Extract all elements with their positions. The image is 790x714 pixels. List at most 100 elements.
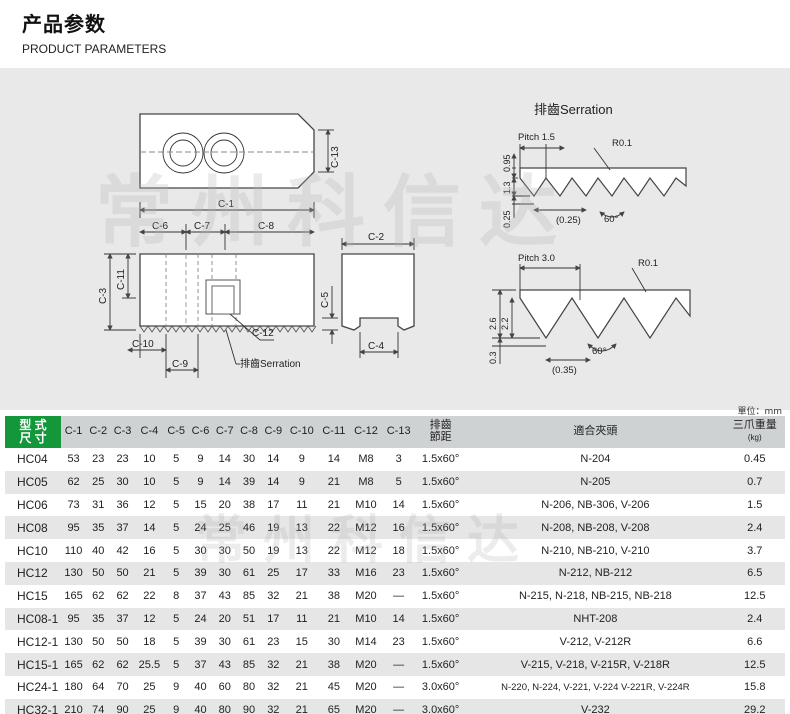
table-cell: 23 [92,453,105,466]
header-c5: C-5 [164,416,189,448]
table-cell: 30 [110,470,135,494]
table-cell: 32 [261,698,286,714]
table-cell: 40 [92,544,105,557]
table-cell: 5 [164,607,189,631]
table-cell: 40 [194,681,207,694]
table-cell: 25 [134,698,165,714]
table-cell: 1.5x60° [421,544,460,557]
table-cell: 46 [236,516,262,540]
cell-model: HC08 [5,516,61,540]
table-cell: 16 [143,544,156,557]
serr1-width: (0.25) [556,215,581,226]
table-cell: 25 [143,681,156,694]
table-cell: 64 [92,681,105,694]
table-cell: M10 [355,498,377,511]
table-cell: 21 [295,590,308,603]
table-cell: 14 [134,516,165,540]
serr1-radius: R0.1 [612,138,632,149]
table-cell: 130 [61,561,87,585]
watermark-table: 常州科信达 [195,511,536,571]
table-cell: 22 [143,590,156,603]
table-cell: M12 [355,544,377,557]
table-cell: 14 [327,453,340,466]
table-cell: 37 [110,516,135,540]
cell-model: HC08-1 [5,607,61,631]
watermark: 常州科信达 [95,168,576,258]
table-cell: 13 [285,516,319,540]
serr1-angle: 60° [604,214,619,225]
cell-model: HC06 [17,497,48,512]
table-cell: 17 [267,498,280,511]
serration-title: 排齒Serration [534,102,613,117]
table-cell: 10 [134,470,165,494]
header-c7: C-7 [212,416,237,448]
dim-c4: C-4 [368,341,385,352]
cell-model: HC10 [17,543,48,558]
serr1-h1: 0.95 [502,154,512,172]
table-cell: 1.5x60° [421,590,460,603]
table-cell: 85 [242,590,256,603]
table-cell: N-208, NB-208, V-208 [466,516,725,540]
serr1-pitch: Pitch 1.5 [518,132,555,143]
cell-model: HC32-1 [5,698,61,714]
table-cell: 12.5 [744,590,766,603]
table-cell: 95 [61,607,87,631]
table-cell: N-210, NB-210, V-210 [541,544,650,557]
table-cell: 35 [86,607,111,631]
table-cell: 19 [267,544,280,557]
table-cell: 22 [327,544,340,557]
table-cell: 23 [267,635,280,648]
table-cell: 62 [116,590,129,603]
header-c10: C-10 [285,416,319,448]
table-cell: 24 [188,516,213,540]
table-cell: 14 [212,470,237,494]
header-pitch: 排齒節距 [414,416,467,448]
table-cell: 8 [173,590,180,603]
cell-model: HC12-1 [17,634,59,649]
serration-detail-fine [511,144,687,218]
table-cell: 10 [143,453,156,466]
table-cell: — [382,698,415,714]
table-cell: NHT-208 [466,607,725,631]
title-english: PRODUCT PARAMETERS [22,42,167,56]
table-cell: 90 [110,698,135,714]
table-cell: 22 [318,516,350,540]
header-c4: C-4 [134,416,165,448]
table-cell: 61 [236,561,262,585]
table-cell: 16 [382,516,415,540]
table-cell: 1.5x60° [421,453,460,466]
table-cell: 37 [110,607,135,631]
table-cell: 90 [236,698,262,714]
table-cell: 37 [194,590,207,603]
table-cell: — [393,681,405,694]
table-cell: 6.5 [724,561,785,585]
table-cell: 15 [295,635,308,648]
table-cell: 50 [116,635,129,648]
header-c11: C-11 [318,416,350,448]
table-cell: 17 [285,561,319,585]
table-cell: 14 [261,470,286,494]
table-cell: 2.4 [724,516,785,540]
table-cell: 1.5x60° [414,607,467,631]
table-cell: N-206, NB-306, V-206 [541,498,650,511]
table-cell: 21 [285,653,319,676]
table-cell: 21 [318,607,350,631]
table-cell: 6.6 [747,635,763,648]
header-c3: C-3 [110,416,135,448]
table-cell: 21 [134,561,165,585]
table-cell: 30 [327,635,340,648]
table-cell: 51 [236,607,262,631]
table-cell: N-212, NB-212 [466,561,725,585]
table-cell: 30 [194,544,207,557]
table-cell: 9 [298,453,305,466]
table-cell: 9 [197,453,204,466]
table-cell: 1.5x60° [414,470,467,494]
table-cell: 12 [134,607,165,631]
